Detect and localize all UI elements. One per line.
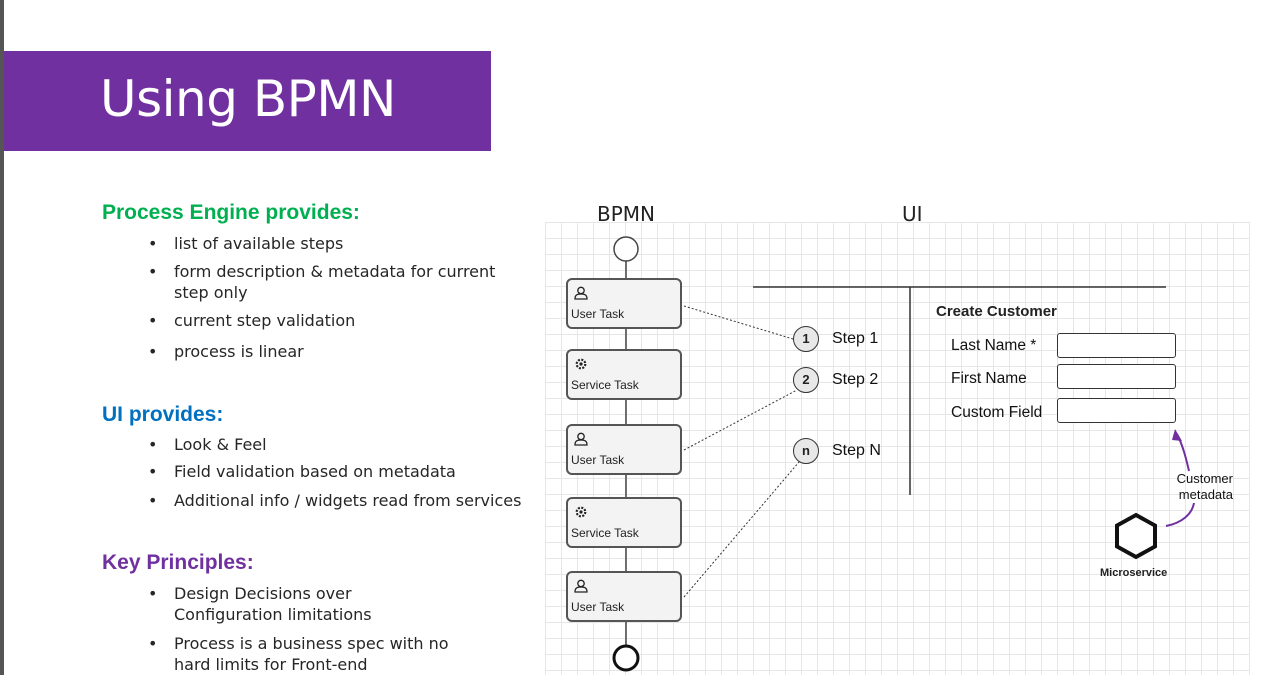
task-label: User Task <box>571 600 625 614</box>
end-event-icon <box>612 644 640 672</box>
last-name-label: Last Name * <box>951 337 1037 354</box>
association-step-n <box>683 461 800 598</box>
step-marker-2: 2 <box>793 367 819 393</box>
last-name-input[interactable] <box>1057 333 1176 358</box>
process-engine-list: list of available steps form description… <box>148 233 518 362</box>
ui-list: Look & Feel Field validation based on me… <box>148 434 528 511</box>
section-heading-ui: UI provides: <box>102 403 224 426</box>
metadata-arrowhead-icon <box>1172 429 1182 441</box>
list-item: list of available steps <box>148 233 518 254</box>
slide-left-border <box>0 0 4 675</box>
gear-icon <box>575 506 587 518</box>
bpmn-task-4: Service Task <box>566 497 682 548</box>
list-item: Additional info / widgets read from serv… <box>148 490 528 511</box>
slide-title: Using BPMN <box>100 70 396 128</box>
association-step-1 <box>683 305 794 340</box>
key-principles-list: Design Decisions over Configuration limi… <box>148 583 488 675</box>
association-step-2 <box>683 389 798 451</box>
step-marker-1: 1 <box>793 326 819 352</box>
list-item: Process is a business spec with no hard … <box>148 633 484 675</box>
start-event-icon <box>613 236 639 262</box>
gear-icon <box>575 358 587 370</box>
bpmn-task-3: User Task <box>566 424 682 475</box>
custom-field-label: Custom Field <box>951 404 1043 421</box>
list-item: current step validation <box>148 310 518 331</box>
bpmn-task-2: Service Task <box>566 349 682 400</box>
user-icon <box>574 579 588 593</box>
customer-metadata-label: Customer metadata <box>1166 471 1233 503</box>
list-item: Field validation based on metadata <box>148 461 528 482</box>
step-label-2[interactable]: Step 2 <box>832 371 879 388</box>
user-icon <box>574 286 588 300</box>
user-icon <box>574 432 588 446</box>
list-item: form description & metadata for current … <box>148 261 504 303</box>
task-label: Service Task <box>571 378 639 392</box>
microservice-label: Microservice <box>1100 567 1168 579</box>
step-label-n[interactable]: Step N <box>832 442 881 459</box>
section-heading-key-principles: Key Principles: <box>102 551 254 574</box>
first-name-label: First Name <box>951 370 1027 387</box>
task-label: Service Task <box>571 526 639 540</box>
list-item: process is linear <box>148 341 518 362</box>
task-label: User Task <box>571 307 625 321</box>
microservice-hexagon-icon <box>1115 512 1157 560</box>
list-item: Look & Feel <box>148 434 528 455</box>
step-label-1[interactable]: Step 1 <box>832 330 879 347</box>
bpmn-task-1: User Task <box>566 278 682 329</box>
microservice-curve <box>1165 502 1195 527</box>
customer-metadata-line1: Customer <box>1176 471 1233 486</box>
task-label: User Task <box>571 453 625 467</box>
title-bar <box>4 51 491 151</box>
ui-label: UI <box>902 202 923 226</box>
custom-field-input[interactable] <box>1057 398 1176 423</box>
customer-metadata-line2: metadata <box>1178 487 1233 502</box>
first-name-input[interactable] <box>1057 364 1176 389</box>
section-heading-process-engine: Process Engine provides: <box>102 201 360 224</box>
bpmn-task-5: User Task <box>566 571 682 622</box>
list-item: Design Decisions over Configuration limi… <box>148 583 464 625</box>
bpmn-label: BPMN <box>597 202 655 226</box>
step-marker-n: n <box>793 438 819 464</box>
form-title: Create Customer <box>936 303 1057 320</box>
